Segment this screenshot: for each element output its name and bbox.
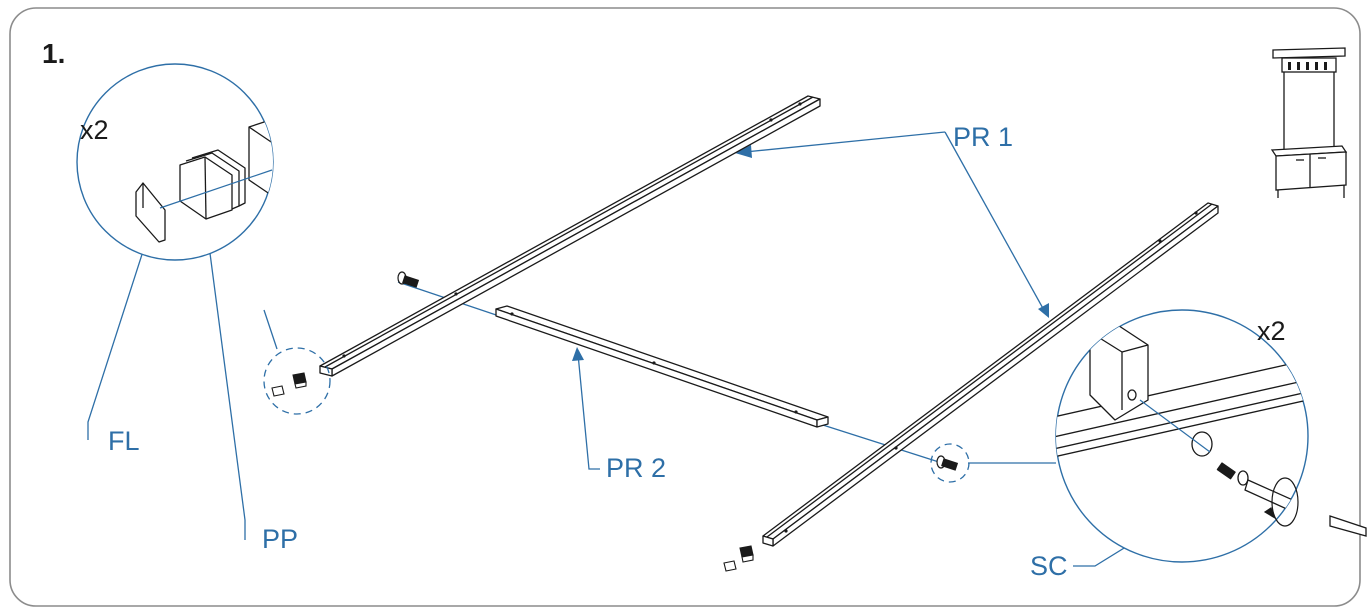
rotation-arrow-icon: [1263, 477, 1299, 527]
detail-circle-right: [1055, 309, 1367, 563]
rail-pr1-upper-holes: [342, 102, 802, 358]
quantity-label-left: x2: [80, 115, 109, 145]
rail-pr2-holes: [510, 312, 798, 414]
detail-circle-left: [76, 63, 274, 261]
step-number: 1.: [42, 38, 66, 69]
callout-fl: FL: [108, 426, 140, 456]
quantity-label-right: x2: [1257, 316, 1286, 346]
bolt-icon: [936, 455, 959, 471]
furniture-thumbnail-icon: [1270, 47, 1348, 198]
callout-pr1: PR 1: [953, 122, 1014, 152]
end-cap-icon: [271, 372, 307, 397]
bolt-icon: [397, 271, 420, 288]
rail-pr2: [495, 305, 829, 428]
allen-key-icon: [1329, 515, 1367, 537]
callout-pp: PP: [262, 524, 299, 554]
rail-pr1-lower: [762, 202, 1219, 547]
detail-marker-right: [930, 443, 970, 483]
foot-pad-icon: [723, 545, 754, 572]
page-frame: [9, 7, 1361, 607]
callout-sc: SC: [1030, 551, 1068, 581]
detail-marker-left: [263, 347, 331, 415]
callout-pr2: PR 2: [606, 453, 667, 483]
rail-pr1-lower-holes: [784, 211, 1198, 533]
